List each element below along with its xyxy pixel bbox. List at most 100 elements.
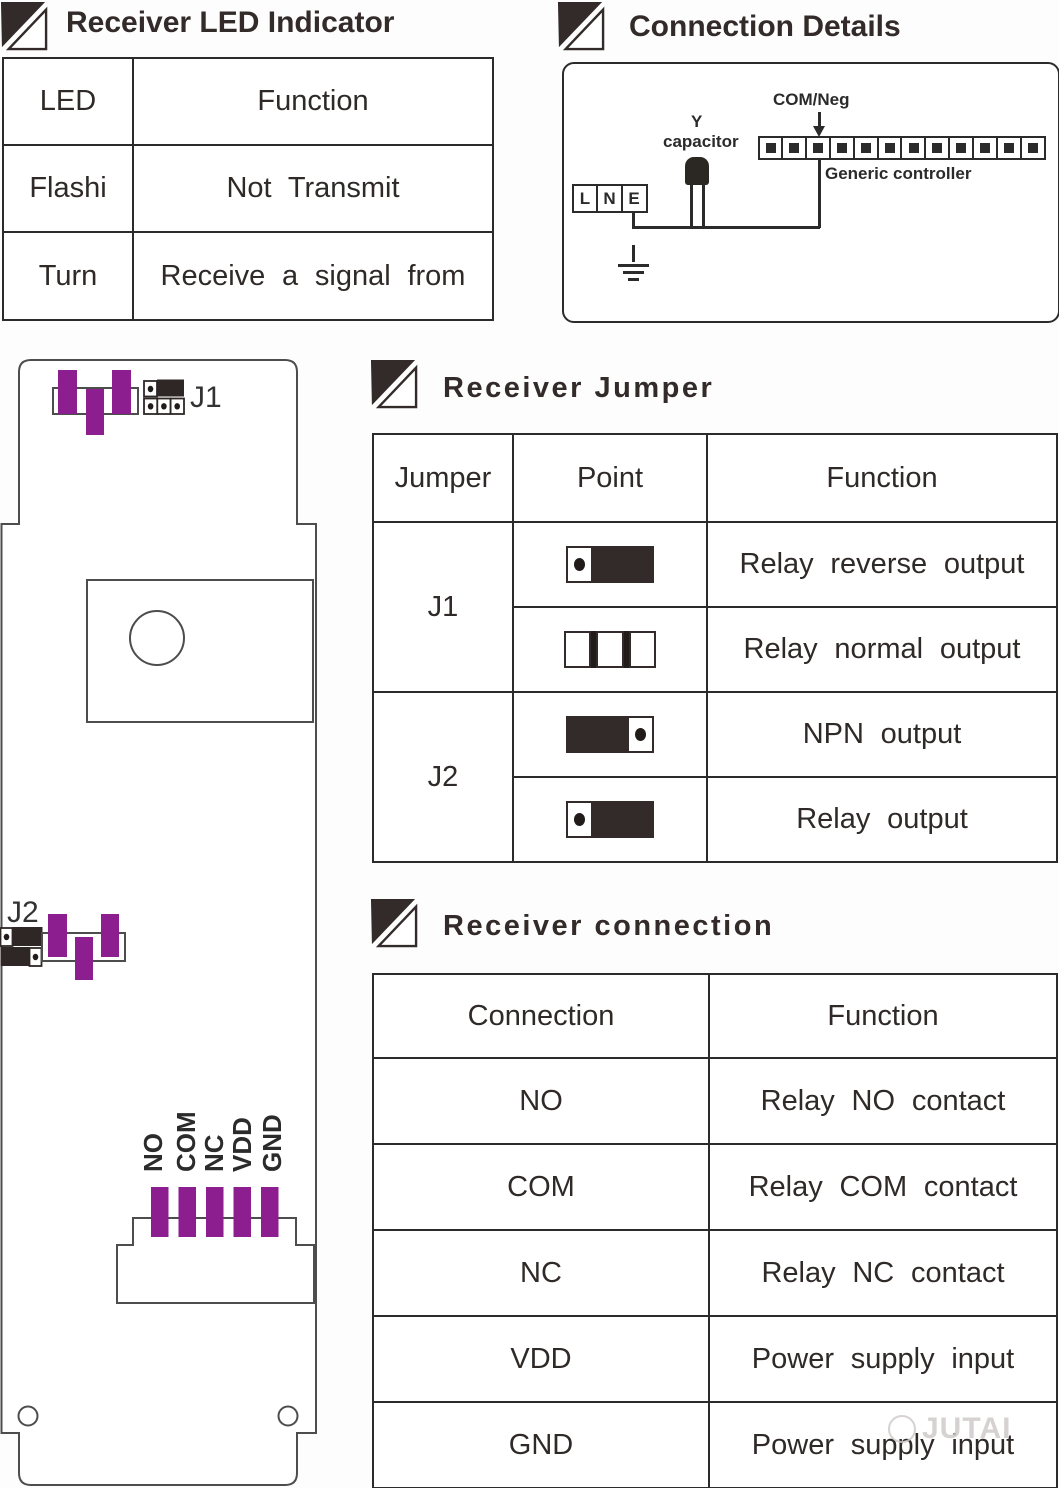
- function-cell: Power supply input: [708, 1315, 1058, 1403]
- table-row: Relay normal output: [373, 606, 1058, 693]
- section-corner-icon: [0, 2, 48, 51]
- controller-pin: [781, 136, 808, 160]
- connection-section-title: Receiver connection: [443, 910, 775, 942]
- pcb-pin-label: NC: [199, 1134, 229, 1172]
- relay-outline: [86, 579, 314, 723]
- capacitor-label-y: Y: [691, 112, 703, 131]
- controller-pin-contact: [956, 143, 967, 153]
- table-row: VDD Power supply input: [372, 1315, 1058, 1403]
- jumper-name-cell: J1: [372, 521, 514, 693]
- controller-pin-contact: [765, 143, 776, 153]
- table-row: J1 Relay reverse output: [372, 521, 1058, 693]
- j1-pad-purple: [86, 389, 104, 435]
- jumper-point-cell: [512, 776, 708, 863]
- led-indicator-table: LED Function Flashi Not Transmit Turn Re…: [2, 57, 494, 321]
- ground-bar-1: [618, 264, 649, 267]
- table-row: Flashi Not Transmit: [2, 144, 494, 233]
- pcb-pin-label: GND: [257, 1114, 287, 1172]
- controller-pin: [995, 136, 1023, 160]
- table-row: J2 NPN output: [372, 691, 1058, 863]
- terminal-l: L: [571, 184, 599, 213]
- j1-jumper-dot: [147, 385, 154, 393]
- controller-pin-contact: [884, 143, 895, 153]
- connection-table-header: Connection: [372, 973, 710, 1059]
- terminal-e: E: [620, 184, 648, 213]
- table-row: NC Relay NC contact: [372, 1229, 1058, 1317]
- j2-jumper-dot: [32, 953, 39, 961]
- connection-cell: NO: [372, 1057, 710, 1145]
- led-section-title: Receiver LED Indicator: [66, 6, 395, 39]
- controller-pin: [828, 136, 856, 160]
- controller-pin-contact: [837, 143, 848, 153]
- pcb-pin-label: NO: [138, 1133, 168, 1172]
- controller-pin: [876, 136, 903, 160]
- led-table-header-function: Function: [132, 57, 494, 146]
- jumper-function-cell: Relay reverse output: [706, 521, 1058, 608]
- terminal-n: N: [596, 184, 623, 213]
- pcb-pin-label: COM: [171, 1111, 201, 1172]
- jumper-open-pin: [628, 631, 656, 668]
- function-cell: Relay NO contact: [708, 1057, 1058, 1145]
- controller-pin-contact: [860, 143, 871, 153]
- connection-cell: NC: [372, 1229, 710, 1317]
- j2-pad-purple: [48, 914, 67, 957]
- section-corner-icon: [557, 2, 605, 51]
- com-neg-label: COM/Neg: [773, 90, 850, 109]
- table-row: NO Relay NO contact: [372, 1057, 1058, 1145]
- controller-pin-strip: [757, 136, 1046, 160]
- j1-pad-purple: [58, 370, 77, 414]
- ground-bar-2: [623, 271, 644, 274]
- capacitor-leg-right: [702, 184, 705, 228]
- jumper-open-pin: [626, 716, 654, 753]
- j2-pad-purple: [75, 937, 93, 980]
- controller-pin: [1019, 136, 1046, 160]
- jumper-cap-right-graphic: [565, 801, 655, 838]
- j2-jumper-block: [0, 947, 30, 966]
- connection-details-title: Connection Details: [629, 10, 901, 43]
- controller-pin-contact: [980, 143, 991, 153]
- controller-pin: [852, 136, 880, 160]
- function-cell: Relay COM contact: [708, 1143, 1058, 1231]
- jumper-cap-block: [592, 546, 654, 583]
- wire-controller-down: [818, 159, 821, 228]
- jumper-point-cell: [512, 606, 708, 693]
- connection-cell: GND: [372, 1401, 710, 1488]
- mounting-hole: [277, 1405, 299, 1427]
- lne-terminal: L N E: [571, 184, 648, 213]
- jumper-table-header: Point: [512, 433, 708, 523]
- controller-pin: [948, 136, 975, 160]
- controller-pin: [924, 136, 951, 160]
- jumper-function-cell: Relay output: [706, 776, 1058, 863]
- j2-jumper-dot: [3, 933, 10, 941]
- receiver-jumper-table: Jumper Point Function J1 Relay reverse o…: [372, 433, 1058, 863]
- j2-jumper-block: [12, 927, 43, 946]
- led-table-header-led: LED: [2, 57, 134, 146]
- table-row: COM Relay COM contact: [372, 1143, 1058, 1231]
- j1-jumper-dot: [147, 403, 154, 410]
- jumper-section-title: Receiver Jumper: [443, 372, 715, 404]
- pcb-pin: [233, 1187, 251, 1237]
- wire-horizontal: [632, 226, 820, 229]
- pcb-pin: [151, 1187, 169, 1237]
- jumper-table-header: Jumper: [372, 433, 514, 523]
- j1-pad-purple: [112, 370, 131, 414]
- table-row: GND Power supply input: [372, 1401, 1058, 1488]
- jumper-cap-right-graphic: [565, 546, 655, 583]
- j2-pad-purple: [101, 914, 119, 957]
- controller-pin-contact: [1027, 143, 1038, 153]
- pcb-pin: [261, 1187, 279, 1237]
- table-row: Relay output: [373, 776, 1058, 863]
- jumper-cap-left-graphic: [565, 716, 655, 753]
- com-neg-arrow-head: [813, 126, 825, 137]
- controller-pin: [900, 136, 927, 160]
- controller-pin: [971, 136, 999, 160]
- section-corner-icon: [370, 899, 418, 948]
- jumper-table-header: Function: [706, 433, 1058, 523]
- receiver-pcb-diagram: J1 J2 NO COM NC VDD GND: [0, 359, 317, 1486]
- jumper-open-pin: [596, 631, 624, 668]
- j1-jumper-dot: [161, 403, 167, 410]
- function-cell: Relay NC contact: [708, 1229, 1058, 1317]
- capacitor-label-text: capacitor: [663, 132, 739, 151]
- led-cell: Turn: [2, 231, 134, 321]
- function-cell: Not Transmit: [132, 144, 494, 233]
